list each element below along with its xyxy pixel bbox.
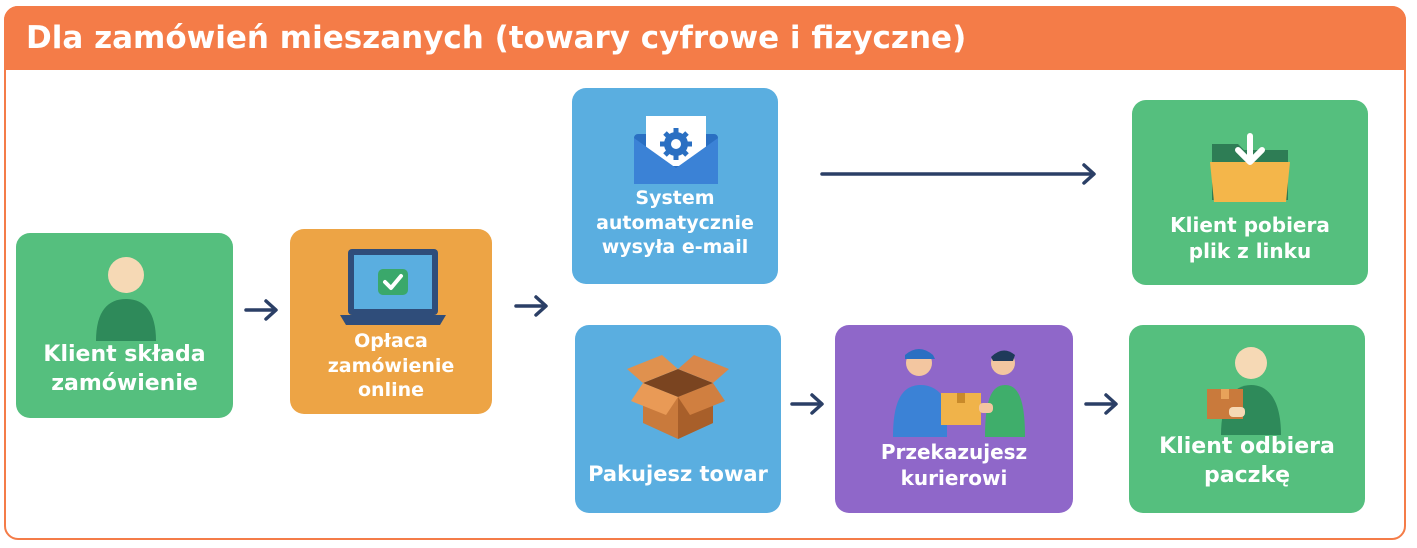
person-with-package-icon xyxy=(1207,347,1281,435)
step-receive: Klient odbiera paczkę xyxy=(1129,325,1365,513)
step-order-label: Klient składa zamówienie xyxy=(43,342,206,396)
step-email: System automatycznie wysyła e-mail xyxy=(572,88,778,284)
envelope-gear-icon xyxy=(634,116,718,184)
step-download-label: Klient pobiera plik z linku xyxy=(1170,213,1330,263)
arrow-order-to-pay xyxy=(244,299,278,321)
step-pack: Pakujesz towar xyxy=(575,325,781,513)
step-email-label: System automatycznie wysyła e-mail xyxy=(596,187,754,259)
laptop-check-icon xyxy=(340,249,446,325)
header-bar: Dla zamówień mieszanych (towary cyfrowe … xyxy=(4,6,1406,70)
folder-download-icon xyxy=(1210,133,1290,202)
step-courier: Przekazujesz kurierowi xyxy=(835,325,1073,513)
arrow-email-to-download xyxy=(820,163,1096,185)
step-order: Klient składa zamówienie xyxy=(16,233,233,418)
open-box-icon xyxy=(627,355,729,439)
arrow-pay-to-branches xyxy=(514,295,548,317)
courier-handover-icon xyxy=(893,349,1025,437)
person-icon xyxy=(96,257,156,341)
step-download: Klient pobiera plik z linku xyxy=(1132,100,1368,285)
arrow-courier-to-receive xyxy=(1084,393,1118,415)
step-receive-label: Klient odbiera paczkę xyxy=(1159,434,1335,488)
page-title: Dla zamówień mieszanych (towary cyfrowe … xyxy=(26,20,967,56)
step-courier-label: Przekazujesz kurierowi xyxy=(880,440,1028,490)
arrow-pack-to-courier xyxy=(790,393,824,415)
step-pack-label: Pakujesz towar xyxy=(588,462,768,486)
step-pay-label: Opłaca zamówienie online xyxy=(327,330,455,402)
step-pay: Opłaca zamówienie online xyxy=(290,229,492,414)
